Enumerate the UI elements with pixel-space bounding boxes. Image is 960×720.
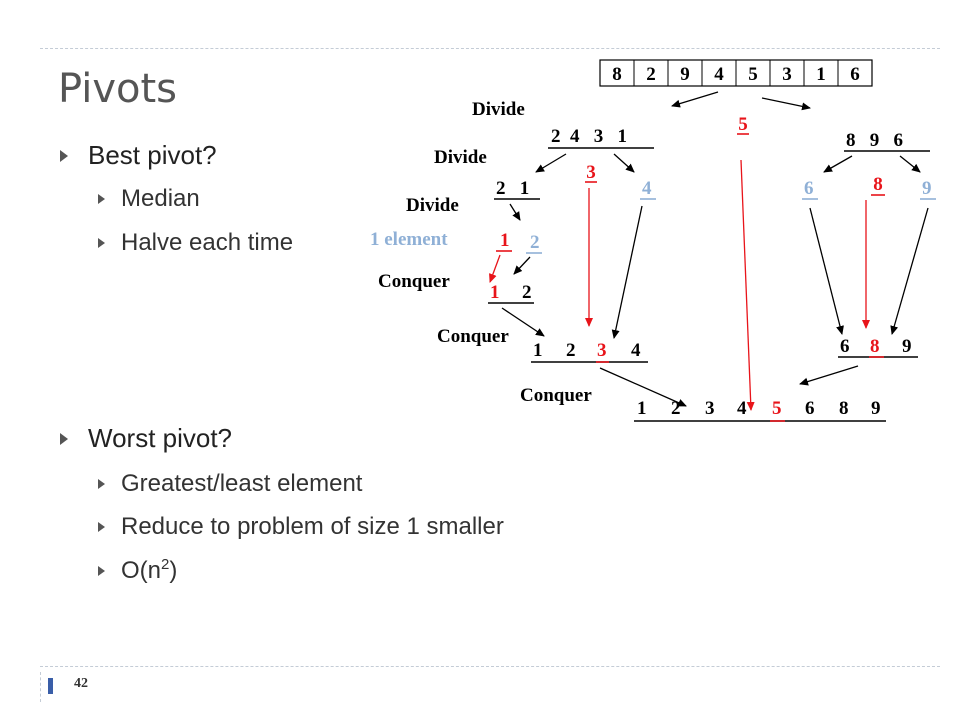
divide-label: Divide	[434, 147, 487, 168]
pivot-arrow	[740, 159, 755, 411]
merged-value: 2	[566, 340, 576, 361]
bullet-arrow-icon	[98, 565, 105, 576]
footer-divider	[40, 672, 41, 702]
array-cell: 4	[714, 64, 724, 85]
pivot-value: 8	[873, 174, 883, 195]
sub-bullet-label: Greatest/least element	[121, 470, 363, 497]
array-cell: 6	[850, 64, 860, 85]
right-partition: 8 9 6	[846, 130, 903, 151]
sorted-value: 4	[737, 398, 747, 419]
one-element-label: 1 element	[370, 229, 448, 250]
divide-arrow	[761, 97, 811, 111]
bullet-best-pivot: Best pivot?	[60, 140, 217, 171]
array-cell: 8	[612, 64, 622, 85]
sub-bullet-median: Median	[98, 185, 200, 213]
sub-bullet-label: Median	[121, 185, 200, 212]
big-o-text: O(n2)	[121, 556, 178, 584]
sub-bullet-label: Reduce to problem of size 1 smaller	[121, 513, 504, 540]
divide-arrow	[671, 91, 719, 108]
divide-arrow	[535, 153, 567, 173]
footer-accent	[48, 678, 53, 694]
sub-bullet-reduce: Reduce to problem of size 1 smaller	[98, 513, 504, 541]
sorted-output: 1 2 3 4 5 6 8 9	[634, 398, 886, 422]
pivot-value: 1	[500, 230, 510, 251]
divide-label: Divide	[472, 99, 525, 120]
pivot-value: 3	[586, 162, 596, 183]
sorted-value: 2	[671, 398, 681, 419]
bullet-arrow-icon	[60, 432, 68, 445]
conquer-arrow	[890, 207, 929, 335]
merged-value: 9	[902, 336, 912, 357]
sorted-value: 1	[637, 398, 647, 419]
merged-value: 3	[597, 340, 607, 361]
conquer-arrow	[611, 205, 643, 339]
top-divider	[40, 48, 940, 49]
sorted-value: 3	[705, 398, 715, 419]
sorted-value: 6	[805, 398, 815, 419]
array-cell: 3	[782, 64, 792, 85]
single-element: 9	[922, 178, 932, 199]
conquer-label: Conquer	[378, 271, 450, 292]
array-cell: 1	[816, 64, 826, 85]
divide-label: Divide	[406, 195, 459, 216]
merged-value: 8	[870, 336, 880, 357]
bullet-arrow-icon	[98, 238, 105, 248]
single-element: 4	[642, 178, 652, 199]
conquer-arrow	[809, 207, 844, 335]
left-left-partition: 2 1	[496, 178, 529, 199]
array-cell: 5	[748, 64, 758, 85]
sorted-value: 5	[772, 398, 782, 419]
page-number: 42	[74, 676, 88, 691]
conquer-arrow	[599, 367, 687, 407]
pivot-arrow	[489, 254, 501, 283]
merged-value: 6	[840, 336, 850, 357]
single-element: 2	[530, 232, 540, 253]
conquer-label: Conquer	[520, 385, 592, 406]
conquer-arrow	[501, 307, 545, 337]
bottom-divider	[40, 666, 940, 667]
sub-bullet-label: Halve each time	[121, 229, 294, 256]
merged-value: 1	[533, 340, 543, 361]
sorted-value: 8	[839, 398, 849, 419]
conquer-label: Conquer	[437, 326, 509, 347]
sub-bullet-big-o: O(n2)	[98, 556, 177, 585]
divide-arrow	[509, 203, 521, 221]
merged-value: 2	[522, 282, 532, 303]
conquer-arrow	[513, 256, 531, 275]
bullet-arrow-icon	[98, 479, 105, 489]
left-partition: 2 4 3 1	[551, 126, 627, 147]
single-element: 6	[804, 178, 814, 199]
pivot-value: 5	[738, 114, 748, 135]
divide-arrow	[899, 155, 921, 173]
divide-arrow	[823, 155, 853, 173]
bullet-worst-pivot: Worst pivot?	[60, 423, 232, 454]
slide-title: Pivots	[58, 66, 178, 112]
sorted-value: 9	[871, 398, 881, 419]
sub-bullet-halve: Halve each time	[98, 229, 293, 257]
merged-value: 4	[631, 340, 641, 361]
sub-bullet-greatest: Greatest/least element	[98, 470, 362, 498]
merged-value: 1	[490, 282, 500, 303]
input-array: 8 2 9 4 5 3 1 6	[599, 59, 873, 87]
divide-arrow	[613, 153, 635, 173]
conquer-arrow	[799, 365, 859, 386]
bullet-worst-pivot-label: Worst pivot?	[88, 423, 233, 453]
bullet-arrow-icon	[98, 522, 105, 532]
bullet-best-pivot-label: Best pivot?	[88, 140, 217, 170]
bullet-arrow-icon	[60, 149, 68, 162]
array-cell: 9	[680, 64, 690, 85]
array-cell: 2	[646, 64, 656, 85]
bullet-arrow-icon	[98, 194, 105, 204]
